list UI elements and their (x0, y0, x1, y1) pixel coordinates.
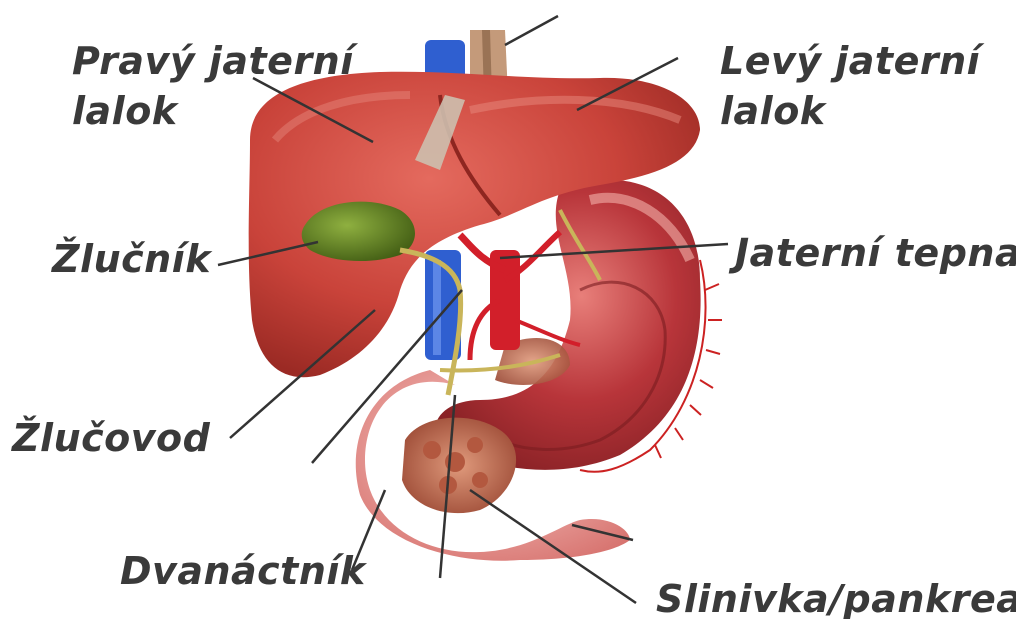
label-gallbladder: Žlučník (52, 236, 211, 282)
label-pancreas: Slinivka/pankreas (656, 576, 1016, 619)
label-duodenum: Dvanáctník (120, 548, 366, 594)
leader-esophagus (505, 16, 558, 45)
label-left-lobe-line1: Levý jaterní (720, 38, 980, 84)
label-right-lobe-line2: lalok (72, 88, 178, 134)
label-left-lobe-line2: lalok (720, 88, 826, 134)
label-bile-duct: Žlučovod (12, 415, 210, 461)
label-right-lobe-line1: Pravý jaterní (72, 38, 354, 84)
label-hepatic-artery: Jaterní tepna (735, 230, 1016, 276)
